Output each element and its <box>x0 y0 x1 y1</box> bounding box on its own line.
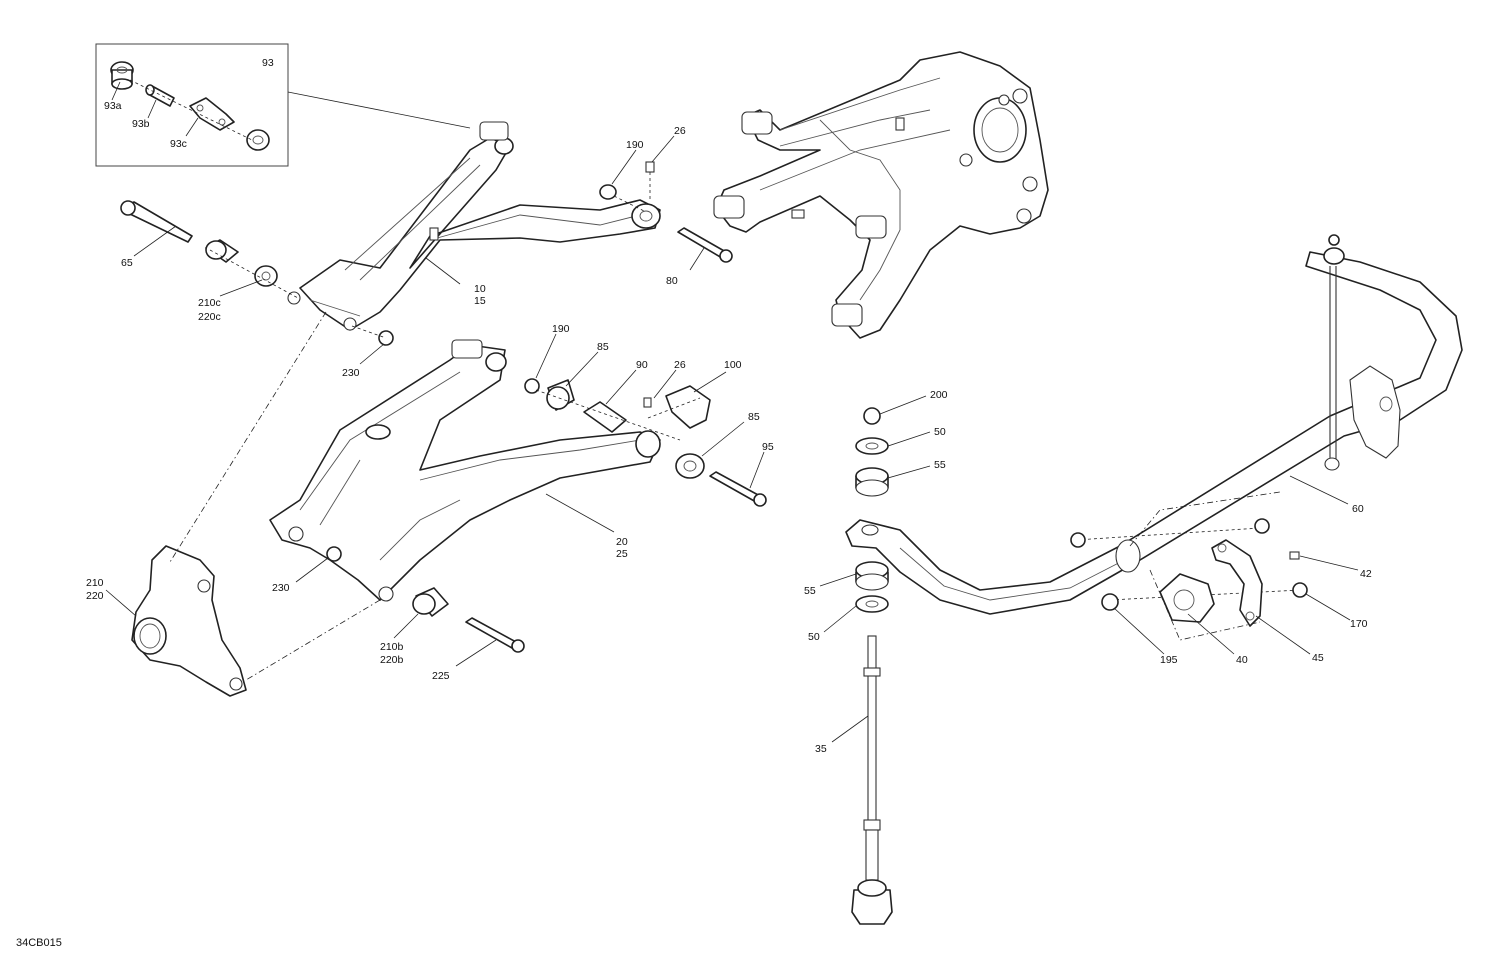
part-93-cap[interactable] <box>246 129 270 151</box>
part-50-washer-top[interactable] <box>855 437 889 455</box>
subframe-assembly[interactable] <box>713 51 1049 339</box>
detail-box-93 <box>95 43 471 167</box>
part-26-fitting-lower[interactable] <box>643 397 652 408</box>
label-220b: 220b <box>380 654 404 666</box>
label-20: 20 <box>616 536 628 548</box>
label-90: 90 <box>636 359 648 371</box>
part-45-clamp[interactable] <box>1211 539 1263 627</box>
part-95-bolt[interactable] <box>709 471 767 507</box>
callout-labels: 93 93a 93b 93c 65 210c 220c 10 15 190 26… <box>16 57 1372 949</box>
label-80: 80 <box>666 275 678 287</box>
label-225: 225 <box>432 670 450 682</box>
label-50-top: 50 <box>934 426 946 438</box>
part-170-bolt[interactable] <box>1292 582 1308 598</box>
label-93: 93 <box>262 57 274 69</box>
label-230-lower: 230 <box>272 582 290 594</box>
part-35-link-rod[interactable] <box>851 635 893 925</box>
part-225-bolt[interactable] <box>465 617 525 653</box>
label-93a: 93a <box>104 100 122 112</box>
part-200-nut[interactable] <box>863 407 881 425</box>
label-95: 95 <box>762 441 774 453</box>
label-35: 35 <box>815 743 827 755</box>
part-195-washer[interactable] <box>1101 593 1119 611</box>
part-40-bushing[interactable] <box>1159 573 1215 623</box>
part-93c-plate[interactable] <box>189 97 235 131</box>
label-200: 200 <box>930 389 948 401</box>
label-55-bottom: 55 <box>804 585 816 597</box>
label-230-upper: 230 <box>342 367 360 379</box>
part-90-sleeve[interactable] <box>583 401 627 433</box>
part-65-bolt[interactable] <box>120 200 193 243</box>
sway-bar[interactable] <box>845 234 1463 615</box>
part-42-fitting[interactable] <box>1289 551 1300 560</box>
label-25: 25 <box>616 548 628 560</box>
part-195-nut[interactable] <box>1070 532 1086 548</box>
label-190-lower: 190 <box>552 323 570 335</box>
part-55-grommet-bottom[interactable] <box>855 561 889 591</box>
label-60: 60 <box>1352 503 1364 515</box>
part-50-washer-bottom[interactable] <box>855 595 889 613</box>
label-220: 220 <box>86 590 104 602</box>
part-85-bushing-a[interactable] <box>546 379 575 411</box>
part-210c-bushing[interactable] <box>205 239 239 263</box>
part-190-nut-top[interactable] <box>599 184 617 200</box>
part-210b-bushing[interactable] <box>412 587 449 617</box>
knuckle-210-220[interactable] <box>131 545 247 697</box>
label-40: 40 <box>1236 654 1248 666</box>
label-55-top: 55 <box>934 459 946 471</box>
part-bolt-clamp-top[interactable] <box>1254 518 1270 534</box>
label-45: 45 <box>1312 652 1324 664</box>
part-26-fitting-top[interactable] <box>645 161 655 173</box>
label-50-bottom: 50 <box>808 631 820 643</box>
part-93b-sleeve[interactable] <box>145 84 175 107</box>
label-195: 195 <box>1160 654 1178 666</box>
label-26-lower: 26 <box>674 359 686 371</box>
part-93a-bushing[interactable] <box>110 61 134 90</box>
part-230-nut-lower[interactable] <box>326 546 342 562</box>
label-220c: 220c <box>198 311 221 323</box>
part-100-bracket[interactable] <box>665 385 711 429</box>
leader-lines <box>105 81 1359 743</box>
label-85-b: 85 <box>748 411 760 423</box>
label-210: 210 <box>86 577 104 589</box>
upper-a-arm[interactable] <box>287 121 661 331</box>
part-190-nut-lower[interactable] <box>524 378 540 394</box>
label-10: 10 <box>474 283 486 295</box>
part-85-bushing-b[interactable] <box>675 453 705 479</box>
label-26-top: 26 <box>674 125 686 137</box>
label-85-a: 85 <box>597 341 609 353</box>
part-80-bolt[interactable] <box>677 227 733 263</box>
label-170: 170 <box>1350 618 1368 630</box>
label-210b: 210b <box>380 641 404 653</box>
label-15: 15 <box>474 295 486 307</box>
label-93c: 93c <box>170 138 187 150</box>
lower-a-arm[interactable] <box>269 339 661 602</box>
label-42: 42 <box>1360 568 1372 580</box>
label-210c: 210c <box>198 297 221 309</box>
drawing-id: 34CB015 <box>16 937 62 949</box>
part-220c-bushing[interactable] <box>254 265 278 287</box>
label-65: 65 <box>121 257 133 269</box>
label-190-top: 190 <box>626 139 644 151</box>
part-55-grommet-top[interactable] <box>855 467 889 497</box>
label-93b: 93b <box>132 118 150 130</box>
label-100: 100 <box>724 359 742 371</box>
